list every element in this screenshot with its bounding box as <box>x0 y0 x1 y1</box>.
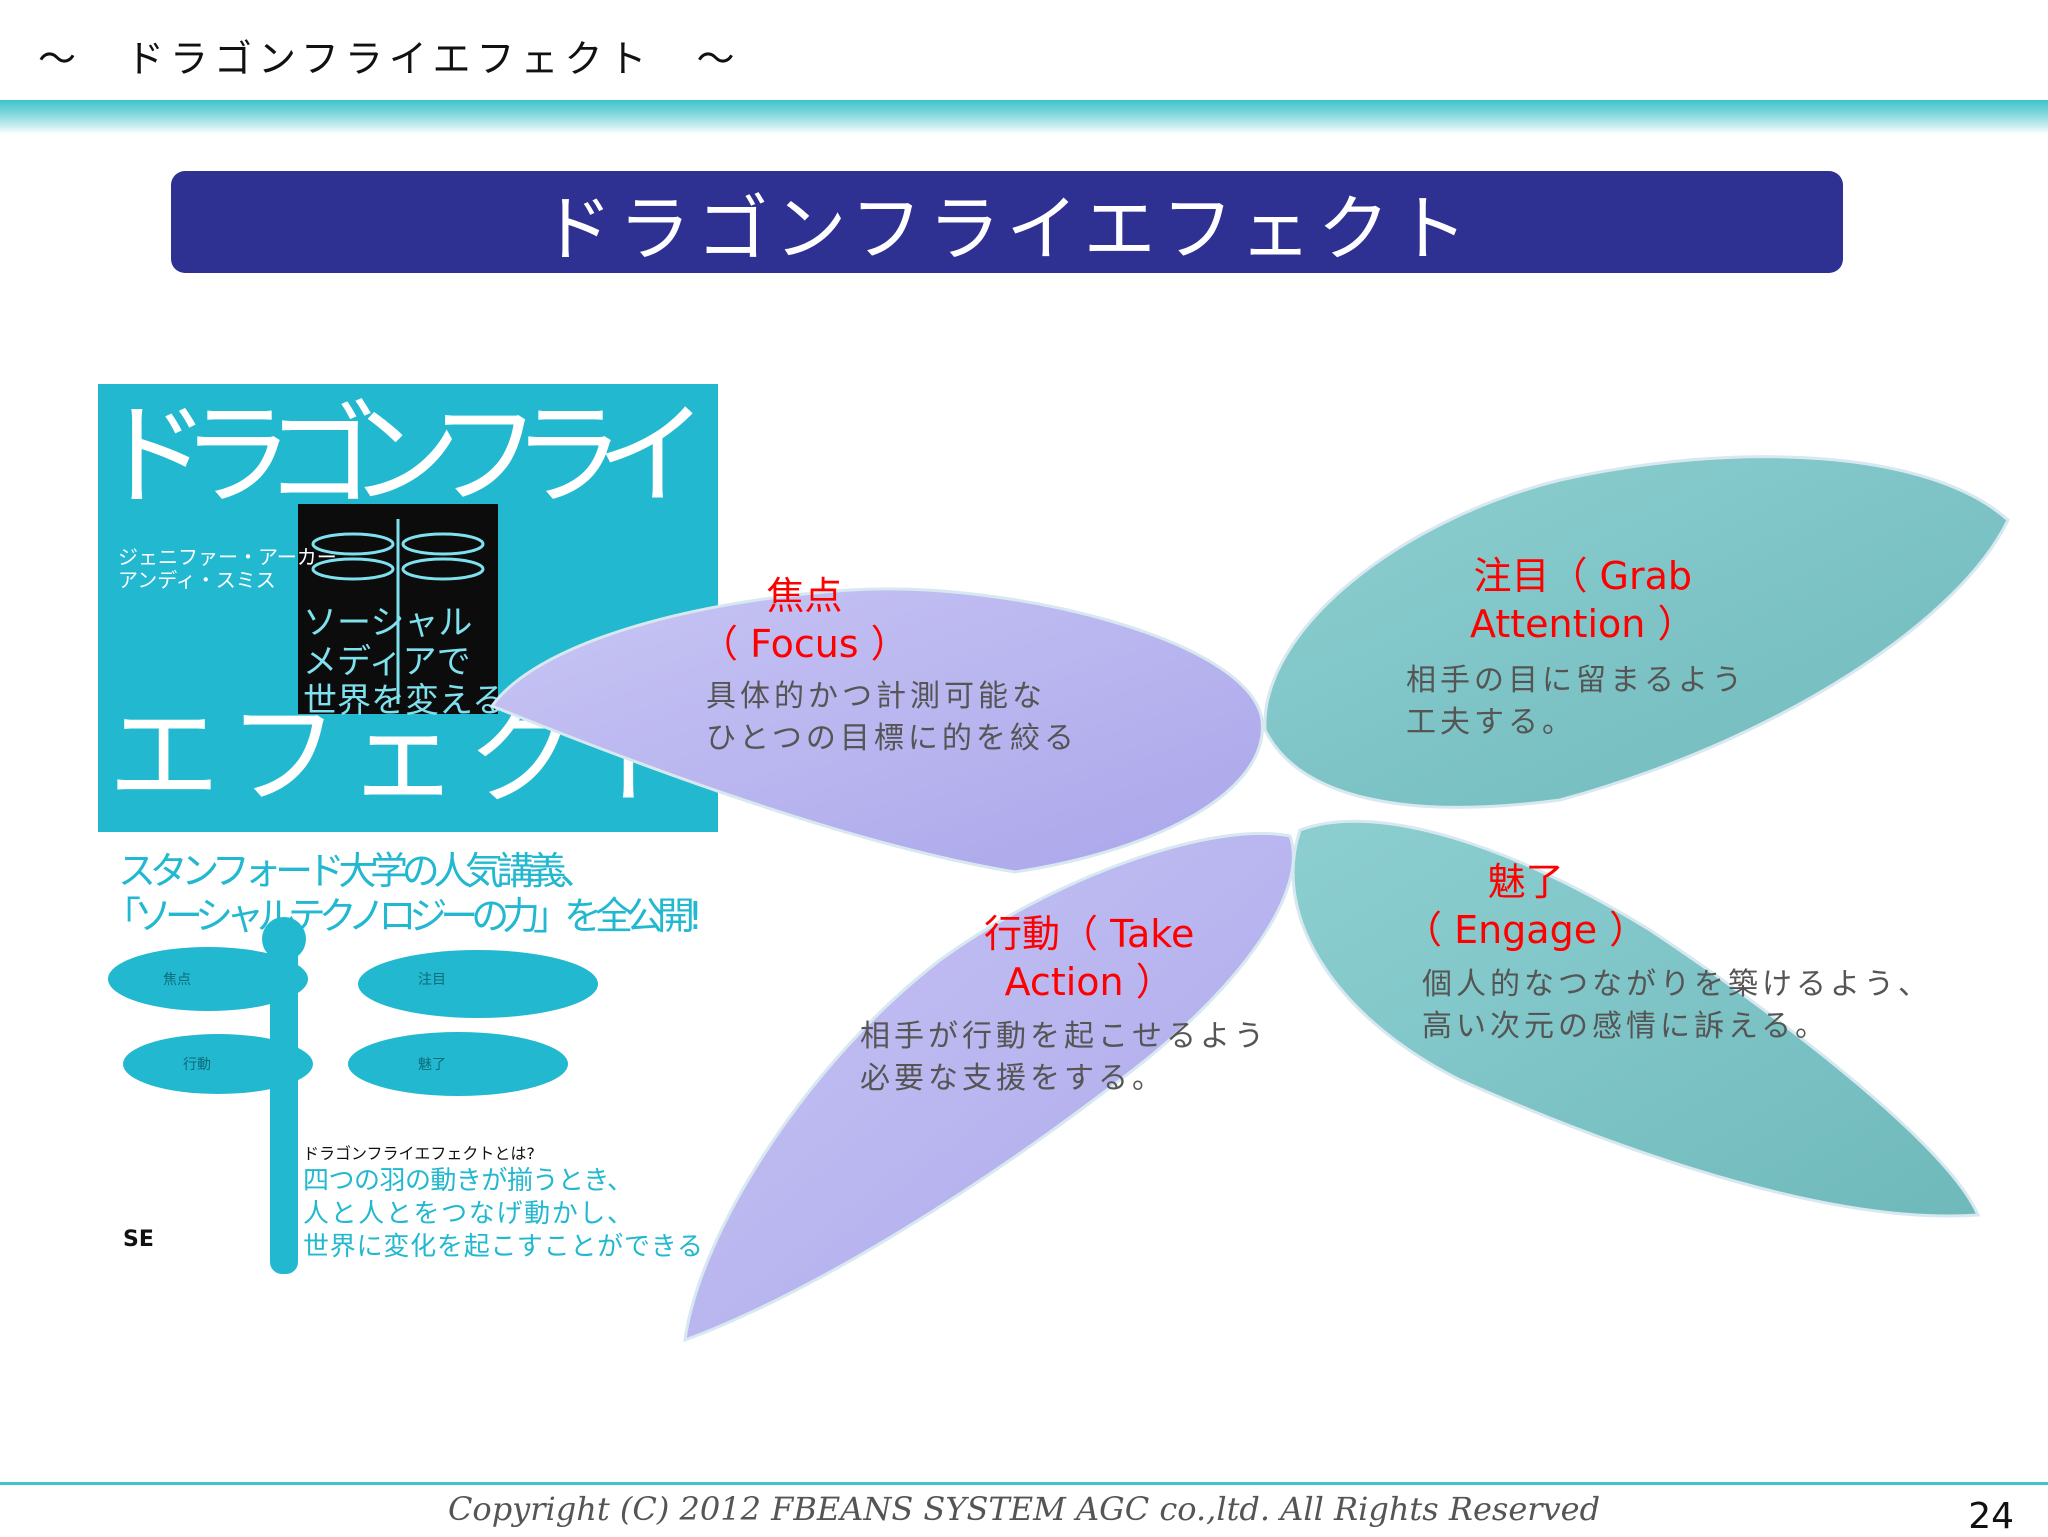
book-wing-1: 焦点 <box>163 972 191 988</box>
wing-engage <box>1291 819 1981 1218</box>
slide-title: ドラゴンフライエフェクト <box>540 186 1474 271</box>
book-wing-2: 注目 <box>418 972 446 988</box>
book-publisher-logo: SE <box>123 1227 154 1252</box>
take-action-label: 行動（ Take Action ） <box>984 912 1195 1004</box>
copyright-text: Copyright (C) 2012 FBEANS SYSTEM AGC co.… <box>447 1490 1601 1528</box>
focus-description: 具体的かつ計測可能な ひとつの目標に的を絞る <box>706 679 1078 756</box>
book-question: ドラゴンフライエフェクトとは? <box>303 1144 535 1163</box>
header-title: ～ ドラゴンフライエフェクト ～ <box>38 37 741 81</box>
book-title-top: ドラゴンフライ <box>98 391 708 521</box>
footer-divider <box>0 1482 2048 1485</box>
take-action-description: 相手が行動を起こせるよう 必要な支援をする。 <box>860 1019 1268 1096</box>
book-desc-1: 四つの羽の動きが揃うとき、 <box>303 1166 633 1196</box>
slide-title-bar: ドラゴンフライエフェクト <box>171 171 1843 273</box>
book-wing-3: 行動 <box>183 1057 211 1073</box>
header-band <box>0 100 2048 134</box>
focus-label: 焦点 （ Focus ） <box>700 574 909 666</box>
page-number: 24 <box>1968 1496 2014 1537</box>
book-tagline-2: 「ソーシャルテクノロジーの力」を全公開! <box>103 894 703 938</box>
book-subtitle: ソーシャルメディアで世界を変える <box>303 603 506 721</box>
wing-focus <box>489 587 1264 874</box>
wing-grab-attention <box>1263 455 2010 809</box>
engage-description: 個人的なつながりを築けるよう、 高い次元の感情に訴える。 <box>1422 967 1932 1044</box>
grab-attention-label: 注目（ Grab Attention ） <box>1470 554 1696 646</box>
wing-take-action <box>683 831 1295 1343</box>
book-wing-4: 魅了 <box>418 1057 446 1073</box>
book-authors: ジェニファー・アーカーアンディ・スミス <box>118 545 337 592</box>
book-desc-3: 世界に変化を起こすことができる <box>303 1232 703 1262</box>
grab-attention-description: 相手の目に留まるよう 工夫する。 <box>1406 663 1746 740</box>
book-cover-image: ドラゴンフライ ジェニファー・アーカーアンディ・スミス ソーシャルメディアで世界… <box>98 384 718 1282</box>
engage-label: 魅了 （ Engage ） <box>1404 860 1648 952</box>
book-tagline-1: スタンフォード大学の人気講義、 <box>118 849 598 893</box>
